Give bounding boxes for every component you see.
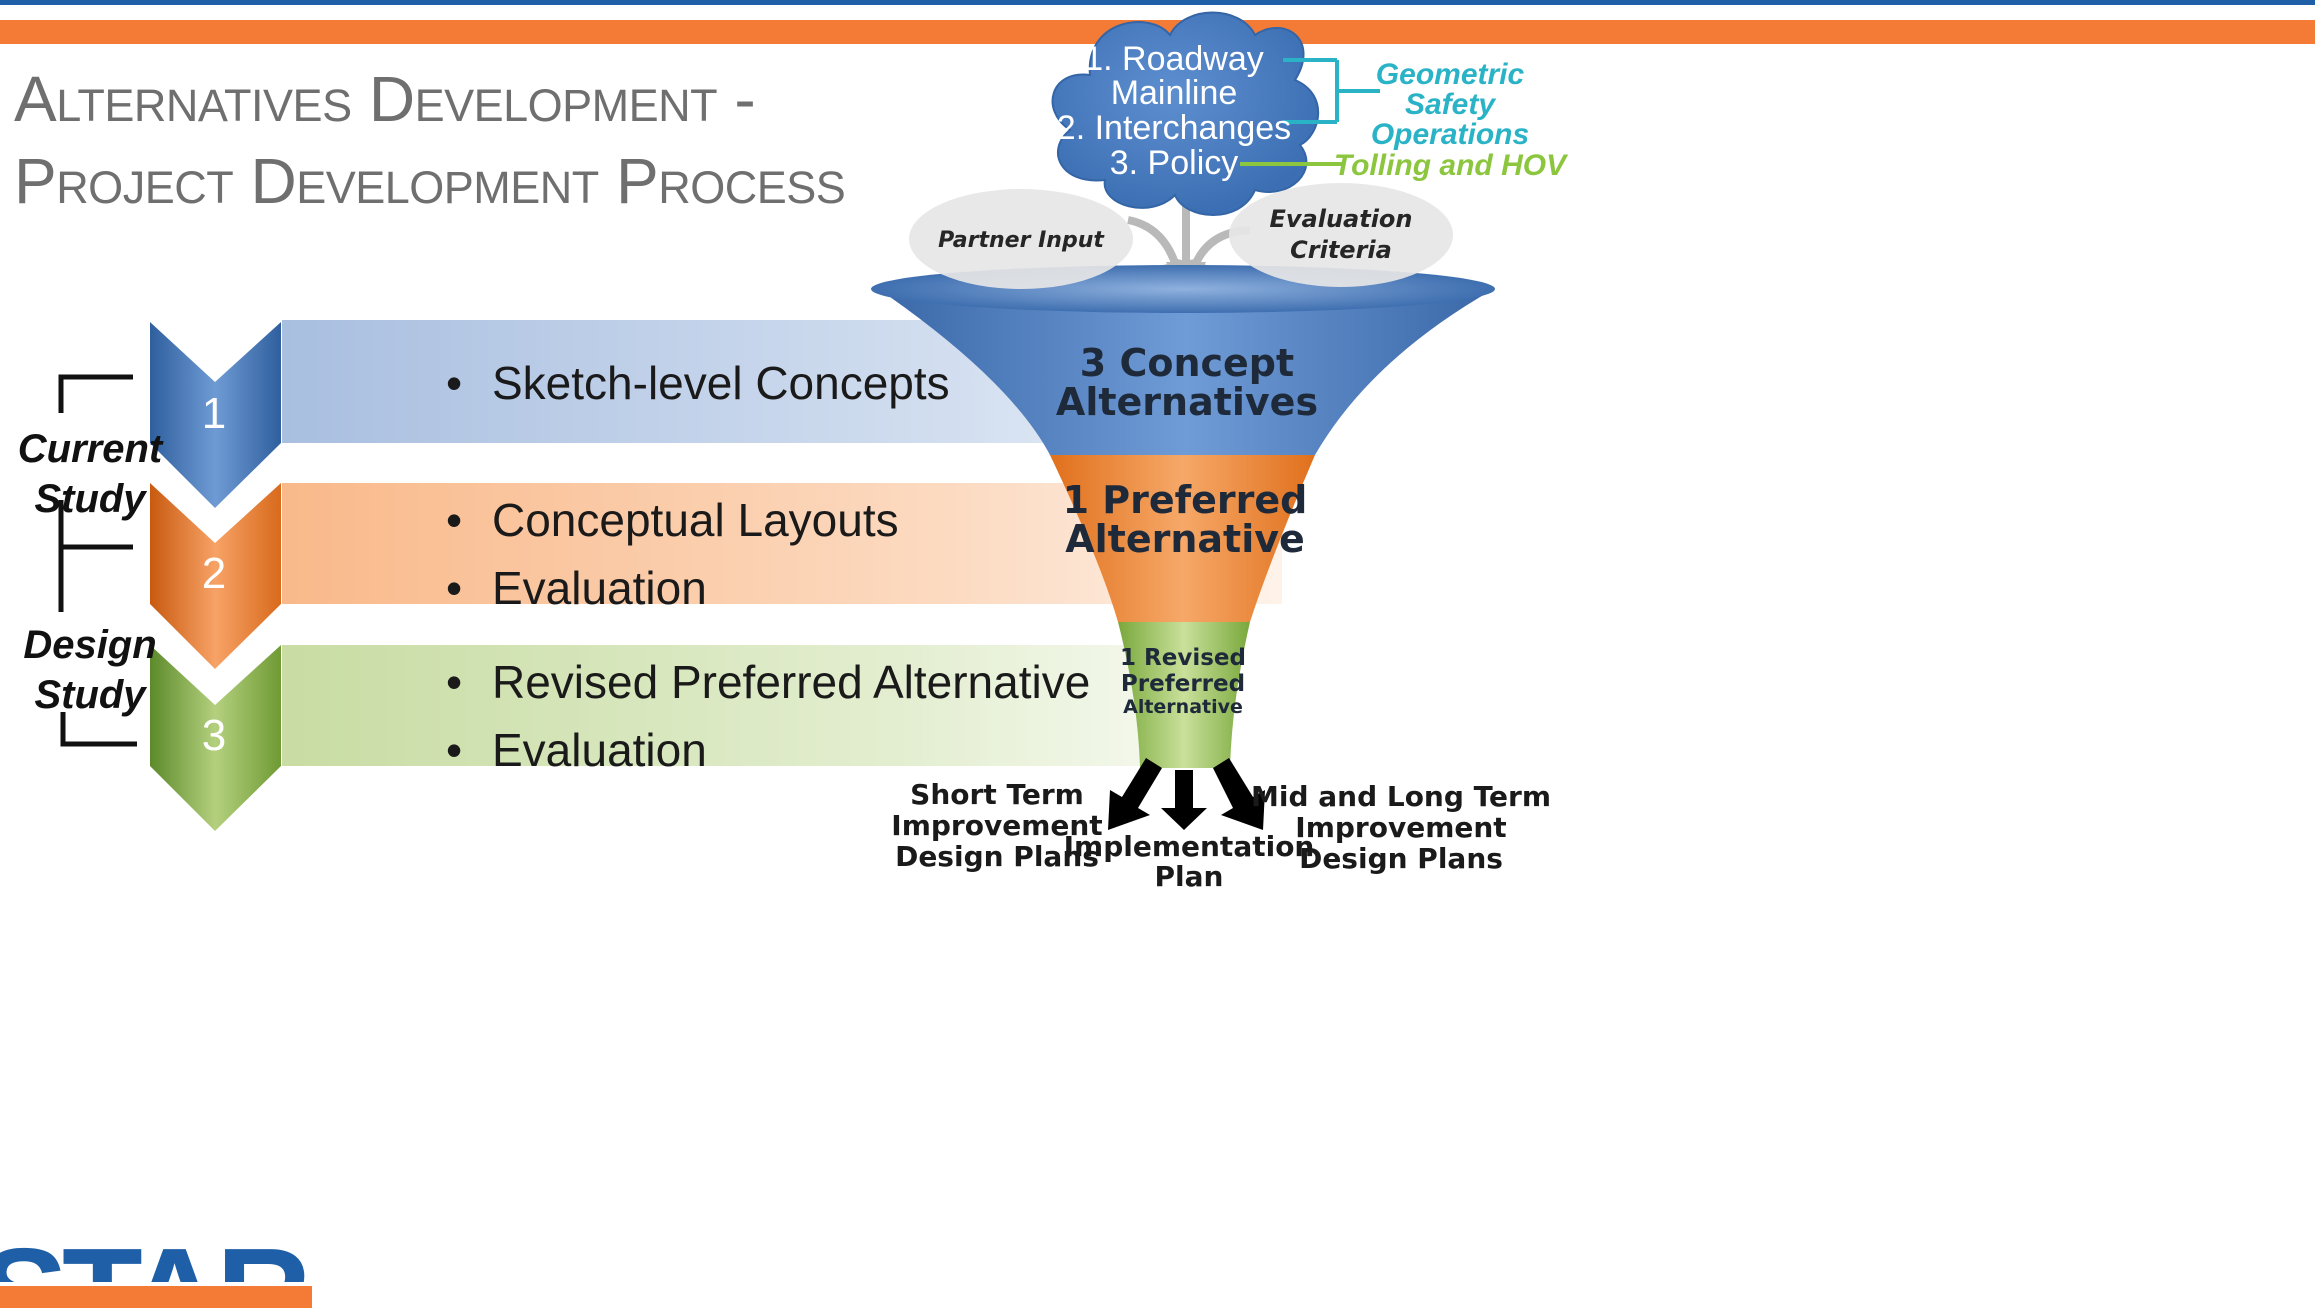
- step-1-number: 1: [202, 389, 226, 438]
- annotation-operations: Operations: [1371, 118, 1529, 151]
- funnel-bottom-line-1: 1 Revised: [1120, 645, 1246, 671]
- study-brackets: [58, 374, 137, 747]
- output-midlong-line-2: Improvement: [1295, 811, 1506, 844]
- funnel-bottom-line-2: Preferred: [1121, 671, 1245, 697]
- funnel-bottom-section: [1118, 622, 1250, 768]
- funnel-top-line-1: 3 Concept: [1080, 341, 1294, 385]
- output-short-line-2: Improvement: [891, 809, 1102, 842]
- top-blue-rule: [0, 0, 2315, 5]
- funnel-top-section: [880, 290, 1492, 455]
- step-3-chevron: [150, 645, 281, 831]
- step-1-chevron: [150, 322, 281, 508]
- cloud-bracket: [1283, 58, 1380, 124]
- current-study-label: Current Study: [17, 427, 163, 521]
- output-arrow-left: [1108, 758, 1162, 830]
- output-arrows: [1108, 758, 1265, 830]
- step-2-bullet-2: Evaluation: [448, 554, 899, 622]
- page-title: Alternatives Development - Project Devel…: [14, 58, 846, 222]
- partner-input-ellipse: [909, 189, 1133, 289]
- stars-logo: STARS: [0, 1222, 312, 1308]
- step-2-number: 2: [202, 549, 226, 598]
- annotation-safety: Safety: [1405, 88, 1496, 121]
- criteria-label-line-1: Evaluation: [1269, 205, 1412, 233]
- annotation-geometric: Geometric: [1376, 58, 1525, 91]
- funnel-mid-line-1: 1 Preferred: [1063, 478, 1308, 522]
- step-2-bullets: Conceptual Layouts Evaluation: [448, 486, 899, 622]
- output-arrow-right: [1213, 758, 1265, 830]
- criteria-ellipse: [1229, 183, 1453, 287]
- design-study-label: Design Study: [23, 623, 157, 717]
- step-3-bullet-1: Revised Preferred Alternative: [448, 648, 1090, 716]
- step-3-bullets: Revised Preferred Alternative Evaluation: [448, 648, 1090, 784]
- funnel-top-line-2: Alternatives: [1056, 380, 1318, 424]
- cloud-item-3: 2. Interchanges: [1057, 109, 1291, 147]
- step-3-bullet-2: Evaluation: [448, 716, 1090, 784]
- output-midlong-line-1: Mid and Long Term: [1251, 780, 1551, 813]
- partner-input-label: Partner Input: [938, 228, 1105, 253]
- step-2-bullet-1: Conceptual Layouts: [448, 486, 899, 554]
- page-title-line-1: Alternatives Development -: [14, 63, 756, 135]
- criteria-label-line-2: Criteria: [1290, 236, 1392, 264]
- output-arrow-center: [1161, 770, 1207, 830]
- step-3-number: 3: [202, 711, 226, 760]
- annotation-tolling: Tolling and HOV: [1334, 149, 1569, 182]
- output-short-line-3: Design Plans: [895, 840, 1099, 873]
- output-implementation-line-2: Plan: [1155, 860, 1224, 893]
- cloud-item-1: 1. Roadway: [1084, 40, 1264, 78]
- page-title-line-2: Project Development Process: [14, 145, 846, 217]
- step-2-chevron: [150, 483, 281, 669]
- output-midlong-line-3: Design Plans: [1299, 842, 1503, 875]
- cloud-item-2: Mainline: [1111, 74, 1238, 112]
- output-implementation-line-1: Implementation: [1064, 830, 1315, 863]
- funnel-mid-line-2: Alternative: [1065, 517, 1305, 561]
- cloud-item-4: 3. Policy: [1110, 144, 1239, 182]
- step-1-bullets: Sketch-level Concepts: [448, 349, 950, 417]
- funnel-middle-section: [1050, 455, 1315, 622]
- funnel-bottom-line-3: Alternative: [1123, 696, 1243, 718]
- step-1-bullet-1: Sketch-level Concepts: [448, 349, 950, 417]
